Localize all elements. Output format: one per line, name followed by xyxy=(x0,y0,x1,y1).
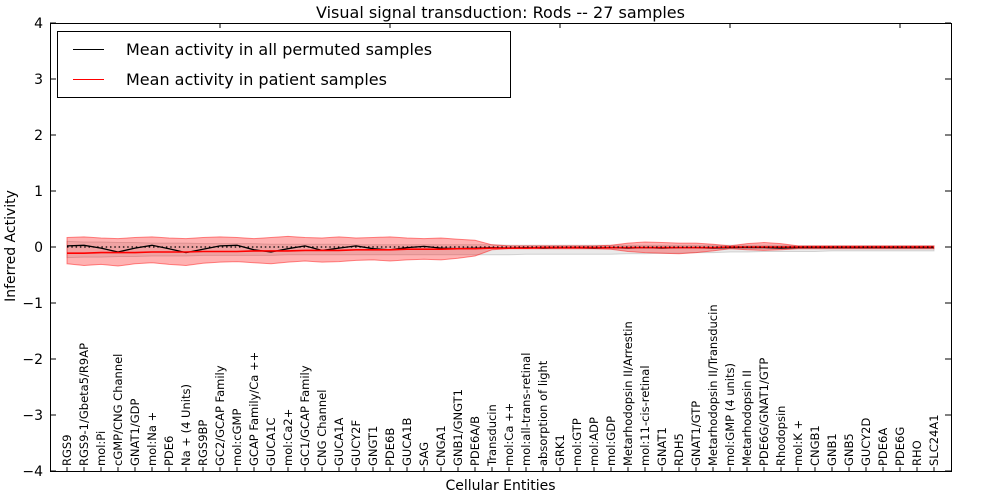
x-axis-label: Cellular Entities xyxy=(445,478,556,494)
legend: Mean activity in all permuted samples Me… xyxy=(57,31,511,98)
x-tick-label: absorption of light xyxy=(536,360,550,466)
x-tick-label: Metarhodopsin II/Transducin xyxy=(706,304,720,466)
x-tick-label: GNGT1 xyxy=(366,426,380,466)
x-tick-label: SLC24A1 xyxy=(927,414,941,466)
y-tick-label: 2 xyxy=(34,128,43,144)
x-tick-label: GNAT1/GTP xyxy=(689,401,703,466)
x-tick-label: GNB1/GNGT1 xyxy=(451,389,465,466)
x-tick-label: Na + (4 Units) xyxy=(179,384,193,466)
legend-line-patient-icon xyxy=(73,79,104,80)
x-tick-label: mol:all-trans-retinal xyxy=(519,353,533,466)
x-tick-label: GUCY2F xyxy=(349,420,363,466)
x-tick-label: Rhodopsin xyxy=(774,406,788,466)
y-tick-label: −1 xyxy=(22,296,43,312)
x-tick-label: PDE6A/B xyxy=(468,416,482,466)
x-tick-label: mol:Pi xyxy=(94,431,108,466)
x-tick-label: RDH5 xyxy=(672,433,686,466)
x-tick-label: mol:11-cis-retinal xyxy=(638,365,652,466)
x-tick-label: PDE6G xyxy=(893,427,907,466)
x-tick-label: mol:cGMP xyxy=(230,409,244,466)
x-tick-label: GCAP Family/Ca ++ xyxy=(247,352,261,466)
x-tick-label: GUCA1A xyxy=(332,417,346,466)
x-tick-label: GC1/GCAP Family xyxy=(298,365,312,466)
x-tick-label: GNB1 xyxy=(825,433,839,466)
x-tick-label: RHO xyxy=(910,440,924,466)
x-tick-label: GRK1 xyxy=(553,434,567,466)
x-tick-label: mol:ADP xyxy=(587,417,601,466)
legend-line-permuted-icon xyxy=(73,49,104,50)
x-tick-label: mol:GDP xyxy=(604,416,618,466)
y-tick-label: 1 xyxy=(34,184,43,200)
x-tick-label: mol:Na + xyxy=(145,412,159,466)
patient-samples-std-band xyxy=(66,235,935,267)
chart-title: Visual signal transduction: Rods -- 27 s… xyxy=(316,3,685,22)
y-tick-label: −2 xyxy=(22,352,43,368)
legend-label-permuted: Mean activity in all permuted samples xyxy=(126,40,433,59)
y-tick-label: 0 xyxy=(34,240,43,256)
permuted-samples-std-band xyxy=(66,240,935,259)
x-tick-label: RGS9 xyxy=(60,434,74,466)
x-tick-label: Metarhodopsin II xyxy=(740,370,754,466)
x-tick-label: CNG Channel xyxy=(315,390,329,466)
x-tick-label: cGMP/CNG Channel xyxy=(111,354,125,466)
x-tick-label: Transducin xyxy=(485,404,499,467)
x-tick-label: GNAT1 xyxy=(655,427,669,466)
x-tick-label: PDE6G/GNAT1/GTP xyxy=(757,358,771,466)
x-tick-label: Metarhodopsin II/Arrestin xyxy=(621,321,635,466)
legend-entry-permuted: Mean activity in all permuted samples xyxy=(58,35,510,65)
x-tick-label: mol:GMP (4 units) xyxy=(723,363,737,466)
x-tick-label: GNB5 xyxy=(842,433,856,466)
x-tick-label: PDE6 xyxy=(162,436,176,466)
y-tick-label: 3 xyxy=(34,72,43,88)
x-tick-label: GUCY2D xyxy=(859,418,873,466)
legend-label-patient: Mean activity in patient samples xyxy=(126,70,387,89)
x-tick-label: mol:Ca2+ xyxy=(281,409,295,466)
x-tick-label: SAG xyxy=(417,442,431,466)
y-tick-label: 4 xyxy=(34,16,43,32)
x-tick-label: CNGB1 xyxy=(808,425,822,466)
x-tick-label: PDE6A xyxy=(876,428,890,466)
legend-entry-patient: Mean activity in patient samples xyxy=(58,65,510,95)
x-tick-label: mol:Ca ++ xyxy=(502,403,516,466)
y-tick-label: −3 xyxy=(22,408,43,424)
x-tick-label: PDE6B xyxy=(383,428,397,466)
x-tick-label: mol:GTP xyxy=(570,418,584,466)
x-tick-label: GUCA1B xyxy=(400,417,414,466)
x-tick-label: GUCA1C xyxy=(264,417,278,466)
x-tick-label: RGS9-1/Gbeta5/R9AP xyxy=(77,343,91,466)
x-tick-label: GC2/GCAP Family xyxy=(213,365,227,466)
x-tick-label: RGS9BP xyxy=(196,420,210,466)
x-tick-label: CNGA1 xyxy=(434,425,448,466)
y-tick-label: −4 xyxy=(22,464,43,480)
x-tick-label: mol:K + xyxy=(791,420,805,466)
x-tick-label: GNAT1/GDP xyxy=(128,399,142,466)
